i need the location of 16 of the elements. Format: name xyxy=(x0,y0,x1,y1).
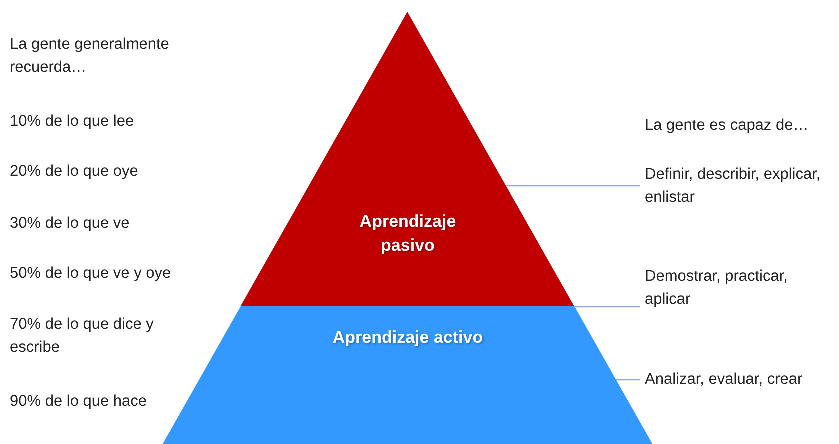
heading-text: La gente generalmente recuerda… xyxy=(10,35,170,78)
section-title: Aprendizaje pasivo xyxy=(358,211,458,257)
percentage-text: 10% de lo que lee xyxy=(10,112,136,132)
skill-text: Definir, describir, explicar, enlistar xyxy=(645,165,822,208)
percentage-text: 70% de lo que dice y escribe xyxy=(10,315,155,358)
skill-text: Analizar, evaluar, crear xyxy=(645,370,804,390)
heading-text: La gente es capaz de… xyxy=(645,116,810,136)
percentage-text: 20% de lo que oye xyxy=(10,162,140,182)
leader-line xyxy=(506,185,640,187)
section-title: Aprendizaje activo xyxy=(332,327,484,349)
skill-text: Demostrar, practicar, aplicar xyxy=(645,267,789,310)
percentage-text: 90% de lo que hace xyxy=(10,392,148,412)
percentage-text: 50% de lo que ve y oye xyxy=(10,264,172,284)
leader-line xyxy=(575,306,640,308)
percentage-text: 30% de lo que ve xyxy=(10,214,131,234)
leader-line xyxy=(616,379,640,381)
